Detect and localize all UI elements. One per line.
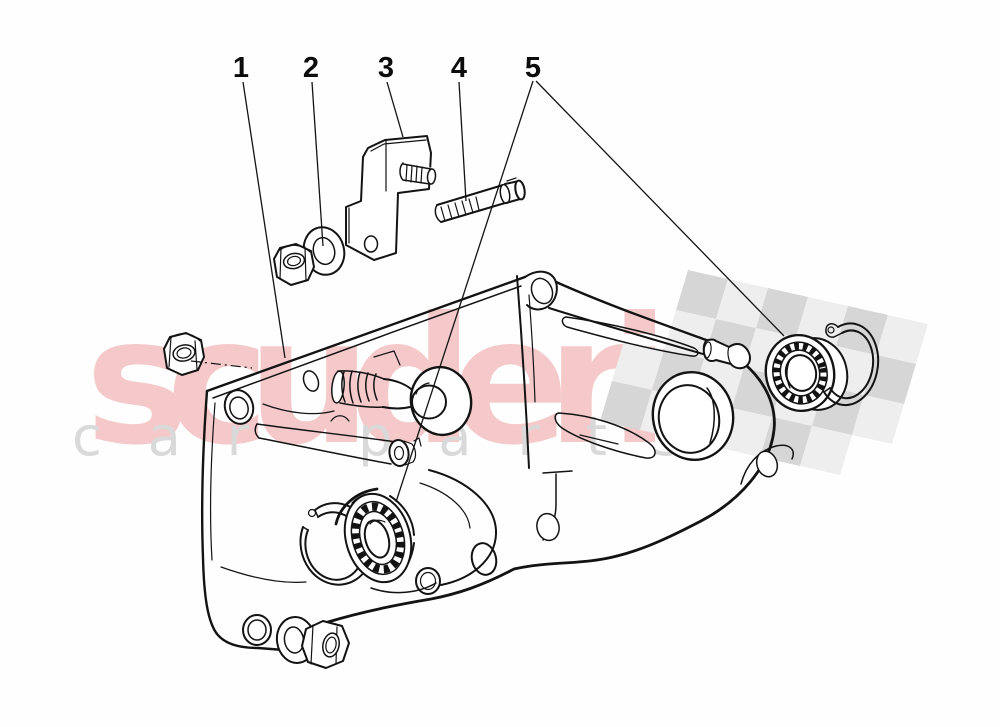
callouts: 1 2 3 4 5 (233, 52, 785, 503)
callout-1[interactable]: 1 (233, 52, 249, 84)
leader-line-2 (311, 81, 324, 247)
callout-3[interactable]: 3 (378, 52, 394, 84)
plate-hole (302, 370, 320, 392)
leader-line-3 (386, 81, 404, 138)
housing-hole (755, 450, 779, 478)
mounting-bracket (345, 135, 437, 261)
exploded-view-drawing (163, 135, 880, 669)
housing-body (326, 275, 794, 624)
callout-5[interactable]: 5 (525, 52, 541, 84)
bore-opening (651, 370, 735, 462)
pivot-pin (702, 338, 751, 370)
housing-hole (536, 512, 560, 542)
hex-nut-left (163, 332, 253, 376)
rod-end-bearing (331, 365, 473, 437)
arm-bushing (388, 439, 410, 467)
threaded-stud (434, 177, 526, 223)
small-hex-nut-top (273, 243, 315, 286)
hex-nut-bottom (301, 620, 350, 669)
leader-line-1 (242, 81, 286, 359)
leader-line-5a (395, 80, 534, 503)
snap-ring-right (823, 322, 880, 407)
callout-4[interactable]: 4 (451, 52, 467, 84)
leader-line-4 (458, 81, 467, 202)
roller-bearing-right (764, 333, 849, 413)
needle-bearing-center (343, 492, 415, 584)
plate-hole (530, 277, 554, 305)
mounting-plate (201, 270, 558, 652)
pedal-arm (254, 423, 422, 467)
housing-slot (470, 542, 498, 576)
leader-line-5b (535, 80, 785, 337)
callout-2[interactable]: 2 (303, 52, 319, 84)
